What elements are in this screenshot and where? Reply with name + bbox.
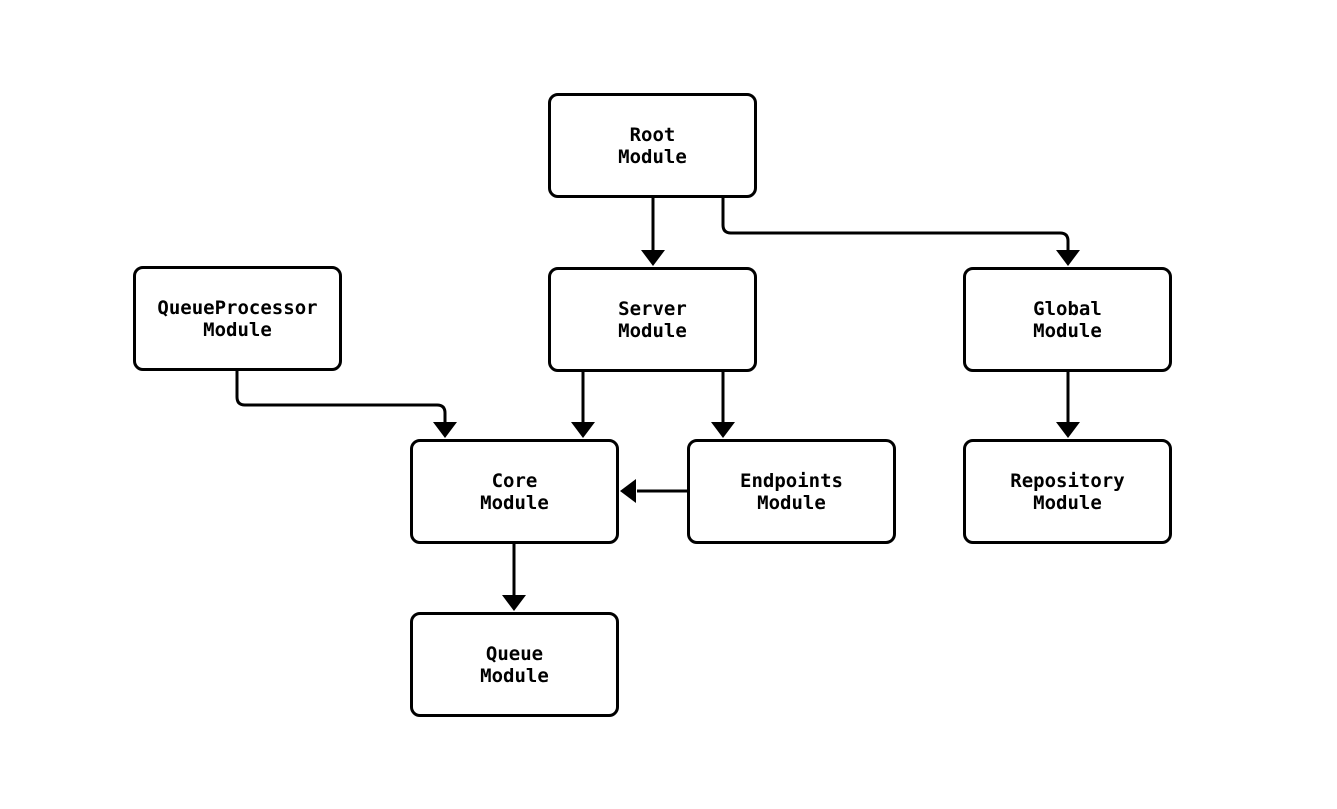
node-label-line: Endpoints	[740, 469, 843, 492]
node-label-line: Module	[480, 664, 549, 687]
node-label-line: Module	[618, 145, 687, 168]
node-global-module: Global Module	[963, 267, 1172, 372]
node-label-line: Queue	[485, 642, 544, 665]
arrowhead-icon	[711, 422, 735, 438]
arrowhead-icon	[1056, 422, 1080, 438]
node-label-line: Module	[1033, 491, 1102, 514]
node-label-line: Global	[1033, 297, 1102, 320]
edge-root-to-server	[641, 198, 665, 266]
node-label-line: Module	[618, 319, 687, 342]
node-endpoints-module: Endpoints Module	[687, 439, 896, 544]
node-label-line: Server	[618, 297, 687, 320]
arrowhead-icon	[1056, 250, 1080, 266]
node-label-line: Module	[757, 491, 826, 514]
node-label-line: QueueProcessor	[157, 296, 318, 319]
node-repository-module: Repository Module	[963, 439, 1172, 544]
node-queue-module: Queue Module	[410, 612, 619, 717]
node-label-line: Module	[203, 318, 272, 341]
node-root-module: Root Module	[548, 93, 757, 198]
edge-server-to-endpoints	[711, 372, 735, 438]
edge-queueprocessor-to-core	[235, 371, 457, 438]
node-label-line: Repository	[1010, 469, 1125, 492]
edge-server-to-core	[571, 372, 595, 438]
edge-global-to-repository	[1056, 372, 1080, 438]
edge-root-to-global	[721, 198, 1080, 266]
node-label-line: Root	[629, 123, 676, 146]
node-server-module: Server Module	[548, 267, 757, 372]
node-label-line: Module	[480, 491, 549, 514]
node-core-module: Core Module	[410, 439, 619, 544]
node-label-line: Module	[1033, 319, 1102, 342]
arrowhead-icon	[620, 479, 636, 503]
arrowhead-icon	[641, 250, 665, 266]
arrowhead-icon	[433, 422, 457, 438]
node-label-line: Core	[491, 469, 538, 492]
edge-core-to-queue	[502, 544, 526, 611]
node-queueprocessor-module: QueueProcessor Module	[133, 266, 342, 371]
arrowhead-icon	[502, 595, 526, 611]
arrowhead-icon	[571, 422, 595, 438]
edge-endpoints-to-core	[620, 479, 687, 503]
